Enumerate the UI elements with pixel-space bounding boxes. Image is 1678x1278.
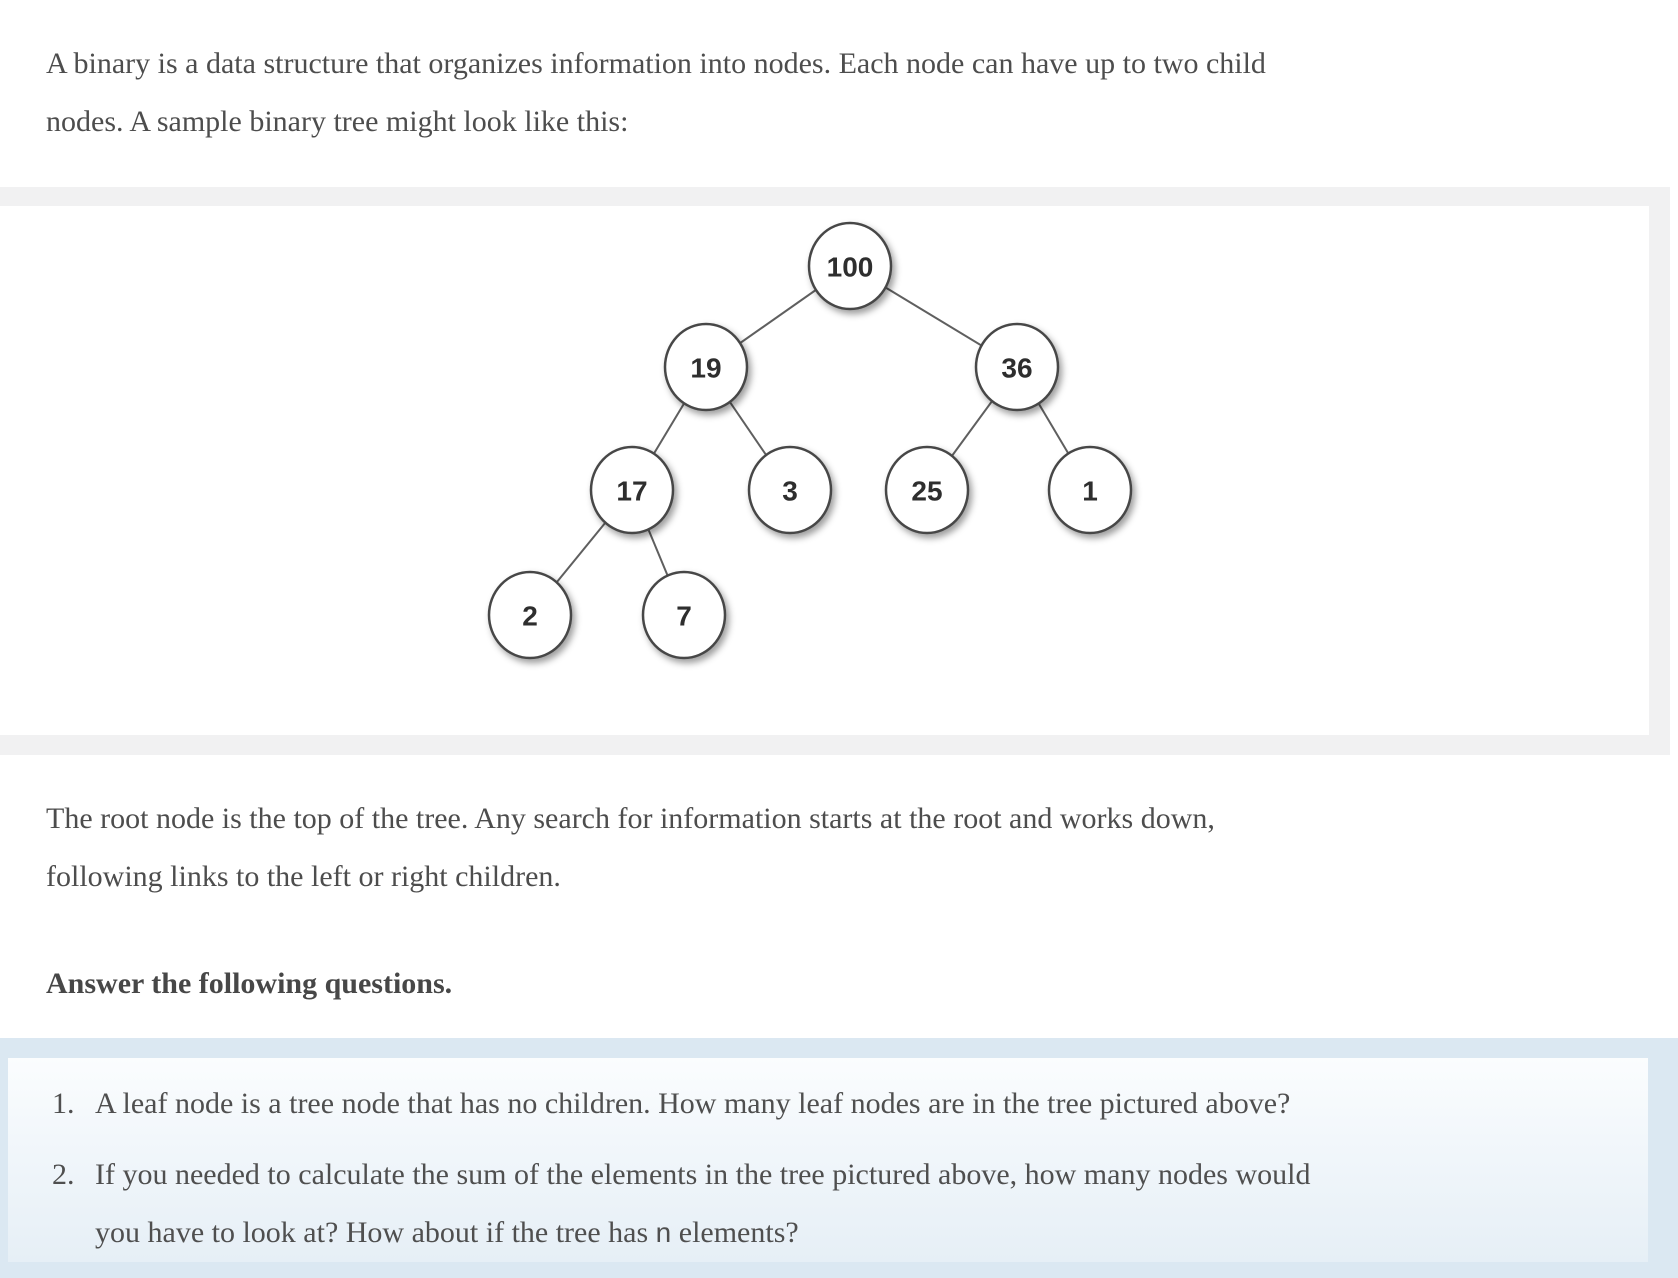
tree-node-25: 25 [884,445,970,535]
tree-node-100: 100 [807,221,893,311]
tree-node-1: 1 [1047,445,1133,535]
tree-node-label-3: 3 [782,476,798,507]
tree-node-circle-3 [747,445,833,535]
binary-tree-diagram: 100 19 36 17 3 25 1 2 7 [487,221,1133,660]
tree-node-label-7: 7 [676,601,692,632]
tree-node-circle-17 [589,445,675,535]
questions-panel: 1. A leaf node is a tree node that has n… [8,1058,1648,1262]
tree-image: 100 19 36 17 3 25 1 2 7 [0,206,1649,735]
tree-node-circle-2 [487,570,573,660]
tree-node-label-19: 19 [690,353,721,384]
tree-nodes: 100 19 36 17 3 25 1 2 7 [487,221,1133,660]
tree-node-19: 19 [663,322,749,412]
figure-section: 100 19 36 17 3 25 1 2 7 [0,187,1670,755]
questions-section: 1. A leaf node is a tree node that has n… [0,1038,1678,1278]
tree-node-circle-100 [807,221,893,311]
question-2-text: If you needed to calculate the sum of th… [95,1146,1648,1262]
tree-edges [529,265,1091,616]
tree-node-7: 7 [641,570,727,660]
tree-node-label-2: 2 [522,601,538,632]
tree-node-label-25: 25 [911,476,942,507]
explanation-paragraph: The root node is the top of the tree. An… [0,790,1678,906]
question-1-line-1: A leaf node is a tree node that has no c… [95,1087,1291,1120]
question-2-line-1: If you needed to calculate the sum of th… [95,1158,1311,1191]
question-2-line-2-pre: you have to look at? How about if the tr… [95,1216,656,1249]
intro-paragraph: A binary is a data structure that organi… [0,0,1678,151]
variable-n: n [655,1217,672,1248]
tree-node-2: 2 [487,570,573,660]
questions-heading: Answer the following questions. [46,967,453,1000]
tree-node-circle-36 [974,322,1060,412]
question-2-line-2-post: elements? [671,1216,799,1249]
tree-node-label-36: 36 [1001,353,1032,384]
tree-node-label-100: 100 [827,252,874,283]
question-2-line-2: you have to look at? How about if the tr… [95,1204,1648,1262]
tree-node-label-17: 17 [616,476,647,507]
question-1-number: 1. [52,1087,75,1120]
tree-node-circle-19 [663,322,749,412]
intro-line-2: nodes. A sample binary tree might look l… [46,105,629,138]
intro-line-1: A binary is a data structure that organi… [46,47,1266,80]
tree-node-17: 17 [589,445,675,535]
question-item-2: 2. If you needed to calculate the sum of… [52,1146,1648,1262]
tree-node-circle-7 [641,570,727,660]
tree-node-circle-1 [1047,445,1133,535]
explanation-line-2: following links to the left or right chi… [46,860,561,893]
question-item-1: 1. A leaf node is a tree node that has n… [52,1075,1648,1133]
tree-node-label-1: 1 [1082,476,1098,507]
tree-node-circle-25 [884,445,970,535]
question-2-number: 2. [52,1158,75,1191]
tree-node-3: 3 [747,445,833,535]
question-1-text: A leaf node is a tree node that has no c… [95,1075,1648,1133]
explanation-line-1: The root node is the top of the tree. An… [46,802,1215,835]
tree-node-36: 36 [974,322,1060,412]
